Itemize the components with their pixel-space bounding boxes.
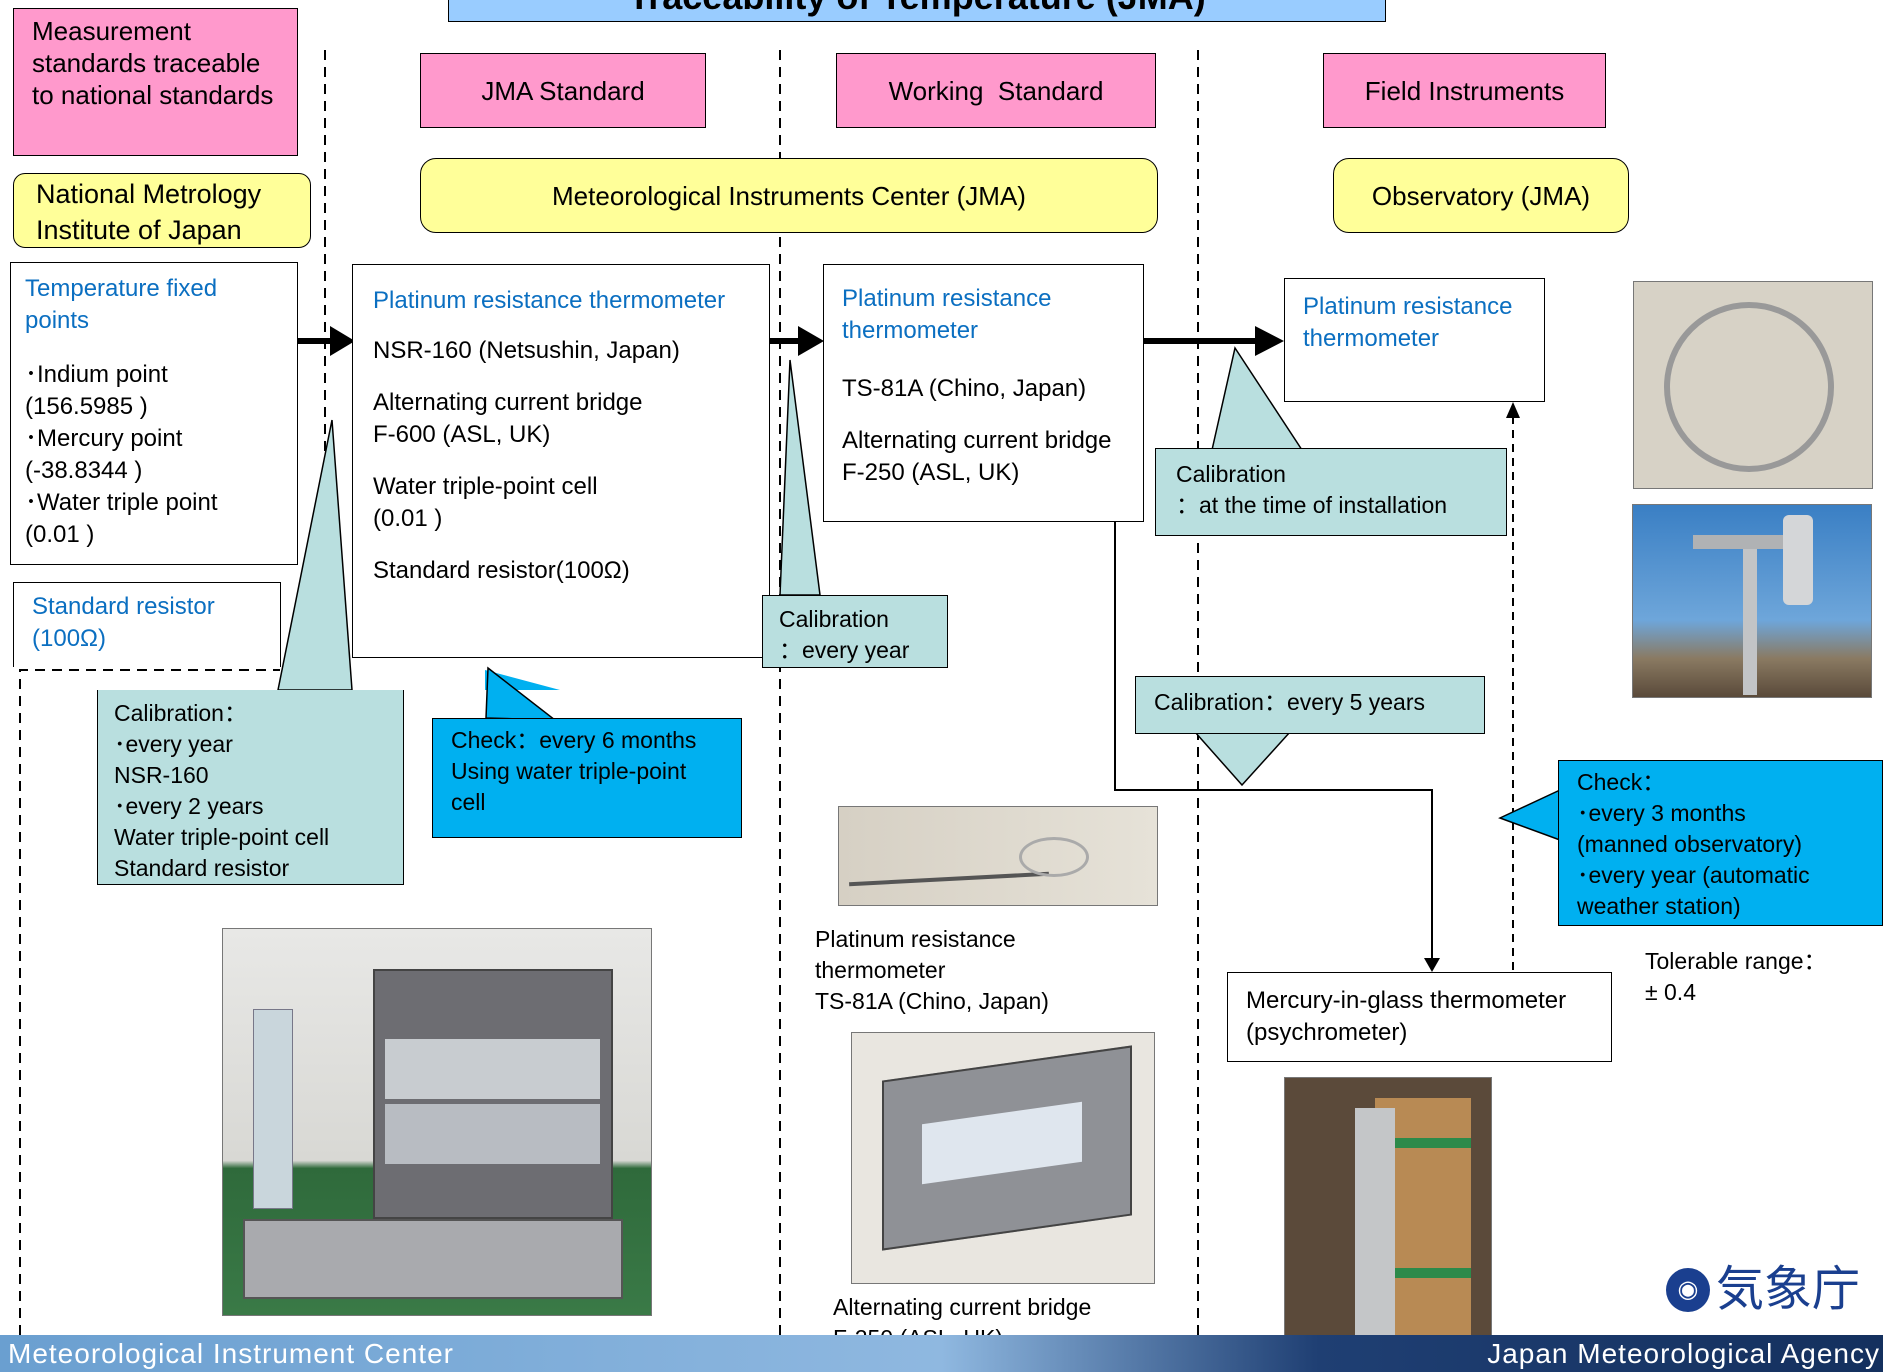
- photo-platinum-thermometer: [838, 806, 1158, 906]
- jma-box-line1: NSR-160 (Netsushin, Japan): [373, 337, 680, 364]
- field-instrument-box: Platinum resistance thermometer: [1284, 278, 1545, 402]
- footer-right-text: Japan Meteorological Agency: [1487, 1338, 1880, 1369]
- field-box-heading: Platinum resistance thermometer: [1303, 293, 1513, 352]
- working-box-line1: TS-81A (Chino, Japan): [842, 375, 1087, 402]
- standard-resistor-box: Standard resistor (100Ω): [13, 582, 281, 667]
- working-box-heading: Platinum resistance thermometer: [842, 285, 1052, 344]
- footer-left-text: Meteorological Instrument Center: [8, 1338, 454, 1369]
- working-standard-box: Platinum resistance thermometer TS-81A (…: [823, 264, 1144, 522]
- callout-calibration-installation: Calibration ：at the time of installation: [1155, 448, 1507, 536]
- nmij-box-heading: Temperature fixed points: [25, 275, 218, 334]
- jma-box-heading: Platinum resistance thermometer: [373, 287, 726, 314]
- jma-logo-icon: ◉: [1666, 1268, 1710, 1312]
- header-field-instruments: Field Instruments: [1323, 53, 1606, 128]
- tolerable-range: Tolerable range： ± 0.4: [1645, 948, 1827, 1005]
- mercury-thermometer-box: Mercury-in-glass thermometer (psychromet…: [1227, 972, 1612, 1062]
- photo-field-thermometer: [1633, 281, 1873, 489]
- jma-logo-text: 気象庁: [1716, 1263, 1861, 1316]
- footer-bar: [0, 1335, 1883, 1372]
- header-measurement-standards: Measurement standards traceable to natio…: [13, 8, 298, 156]
- callout-check-6-months: Check：every 6 months Using water triple-…: [432, 718, 742, 838]
- callout-calibration-every-year: Calibration ：every year: [762, 595, 948, 668]
- photo-ac-bridge: [851, 1032, 1155, 1284]
- jma-standard-box: Platinum resistance thermometer NSR-160 …: [352, 264, 770, 658]
- header-jma-standard: JMA Standard: [420, 53, 706, 128]
- header-working-standard: Working Standard: [836, 53, 1156, 128]
- photo-psychrometer: [1284, 1077, 1492, 1352]
- callout-calibration-5-years: Calibration：every 5 years: [1135, 676, 1485, 734]
- photo-calibration-system: [222, 928, 652, 1316]
- jma-box-line4: Standard resistor(100Ω): [373, 557, 630, 584]
- nmij-fixed-points-box: Temperature fixed points ･Indium point (…: [10, 262, 298, 565]
- working-box-line2: Alternating current bridge F-250 (ASL, U…: [842, 427, 1112, 486]
- org-nmij: National Metrology Institute of Japan: [13, 173, 311, 248]
- callout-calibration-nmij: Calibration： ･every year NSR-160 ･every …: [97, 690, 404, 885]
- photo-weather-station: [1632, 504, 1872, 698]
- nmij-box-body: ･Indium point (156.5985 ) ･Mercury point…: [25, 361, 218, 548]
- caption-platinum-thermometer: Platinum resistance thermometer TS-81A (…: [815, 926, 1049, 1014]
- page-title: Traceability of Temperature (JMA): [448, 0, 1386, 22]
- callout-check-3-months: Check： ･every 3 months (manned observato…: [1558, 760, 1883, 926]
- jma-box-line2: Alternating current bridge F-600 (ASL, U…: [373, 389, 643, 448]
- org-observatory: Observatory (JMA): [1333, 158, 1629, 233]
- org-mic: Meteorological Instruments Center (JMA): [420, 158, 1158, 233]
- jma-box-line3: Water triple-point cell (0.01 ): [373, 473, 598, 532]
